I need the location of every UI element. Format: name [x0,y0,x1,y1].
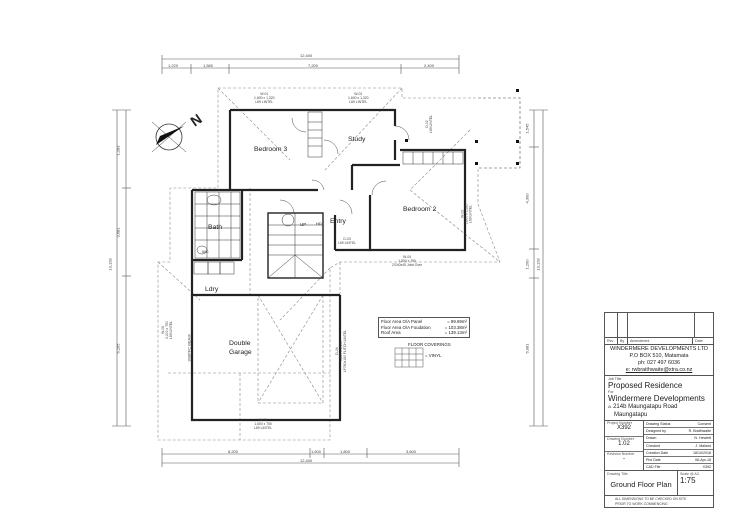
wc-label: WC [202,249,209,254]
window-w05-tag: W-05 1,600 x 750 L69 LINTEL [254,418,273,430]
dim-left-2: 3,681 [115,227,121,238]
room-laundry: Ldry [205,286,219,293]
job-title: Proposed Residence [608,381,683,390]
company-email-link[interactable]: e: rwbraithwaite@xtra.co.nz [625,367,693,373]
dim-bottom-overall: 12,400 [300,458,313,463]
floor-coverings-vinyl: = VINYL [425,353,442,358]
area-schedule: Floor Area O/A Panel= 99.69m² Floor Area… [378,317,470,338]
room-bath: Bath [208,224,222,231]
dim-top-overall: 12,400 [300,53,313,58]
dim-bottom-1: 6,200 [228,449,239,454]
door-d02-tag: D-02 L69 LINTEL [425,114,434,134]
project-details: Project Number X392 Drawing Number 1.02 … [605,421,713,472]
window-w04-tag: W-04 1,800 x 750 2/240x45 Joist Over [392,255,423,267]
hd-label: HD [316,221,322,226]
disclaimer: ALL DIMENSIONS TO BE CHECKED ON SITE PRI… [615,497,687,506]
beam-label: 300PFC BEAM [186,334,192,362]
dim-right-1: 1,545 [524,123,530,134]
drawing-number: 1.02 [618,440,630,447]
window-w06-tag: W-06 2,200 x 750 L69 LINTEL [161,320,174,340]
checked-by: J. Mallard [695,443,711,448]
creation-date: 18/10/2018 [693,450,711,455]
door-d04-tag: D-04 4,800 x 2,100 LF760x160 FLITCH LINT… [335,329,348,373]
revision-table [605,313,713,338]
job-info: Job Title Proposed Residence For Winderm… [605,376,713,421]
door-d03-tag: D-03 L69 LINTEL [338,237,357,245]
drawn-by: N. Hewlett [694,436,711,441]
drawing-scale: 1:75 [680,476,696,486]
dim-top-2: 1,580 [203,63,214,68]
dim-bottom-3: 1,800 [340,449,351,454]
site-address-line1: 214b Maungatapu Road [613,404,678,410]
window-w02-tag: W-02 1,600 x 1,320 L69 LINTEL [348,92,369,104]
revision-headers: Rev By Amendment Date [605,338,713,345]
window-w03-tag: W-03 1,600 x 1,320 L69 LINTEL [460,203,473,225]
room-garage-line1: Double [229,340,251,347]
dim-right-4: 6,081 [524,343,530,354]
drawing-title: Ground Floor Plan [610,480,672,490]
north-arrow-icon [151,121,187,153]
revision-number: - [623,456,625,462]
site-address-line2: Maungatapu [614,412,648,418]
room-entry: Entry [330,218,346,225]
stairs-up-label: UP [300,222,307,227]
client-name: Windermere Developments [608,394,705,403]
drawing-status: Consent [697,422,711,426]
room-bedroom-3: Bedroom 3 [254,146,288,153]
dim-top-3: 7,200 [308,63,319,68]
dim-left-overall: 13,128 [107,258,113,271]
cad-file: X392 [702,465,711,470]
window-w01-tag: W-01 1,600 x 1,320 L69 LINTEL [254,92,275,104]
dim-bottom-2: 1,600 [311,449,322,454]
designed-by: R. Braithwaite [688,429,711,434]
dim-left-1: 1,283 [115,145,121,156]
room-study: Study [348,136,366,143]
dim-right-2: 4,300 [524,193,530,204]
dim-left-3: 6,165 [115,343,121,354]
room-garage-line2: Garage [229,349,252,356]
floor-coverings-title: FLOOR COVERINGS [408,342,451,347]
dim-right-3: 1,200 [524,259,530,270]
company-info: WINDERMERE DEVELOPMENTS LTD P.O BOX 510,… [605,345,713,376]
plot-date: 06-Apr-18 [695,457,711,462]
room-bedroom-2: Bedroom 2 [403,206,437,213]
dim-right-overall: 13,128 [535,258,541,271]
title-block: Rev By Amendment Date WINDERMERE DEVELOP… [604,312,714,508]
project-number: X392 [616,425,631,431]
dim-bottom-4: 3,600 [406,449,417,454]
dim-top-4: 2,400 [424,63,435,68]
drawing-title-row: Drawing Title Ground Floor Plan Scale @ … [605,471,713,497]
dim-top-1: 1,220 [168,63,179,68]
